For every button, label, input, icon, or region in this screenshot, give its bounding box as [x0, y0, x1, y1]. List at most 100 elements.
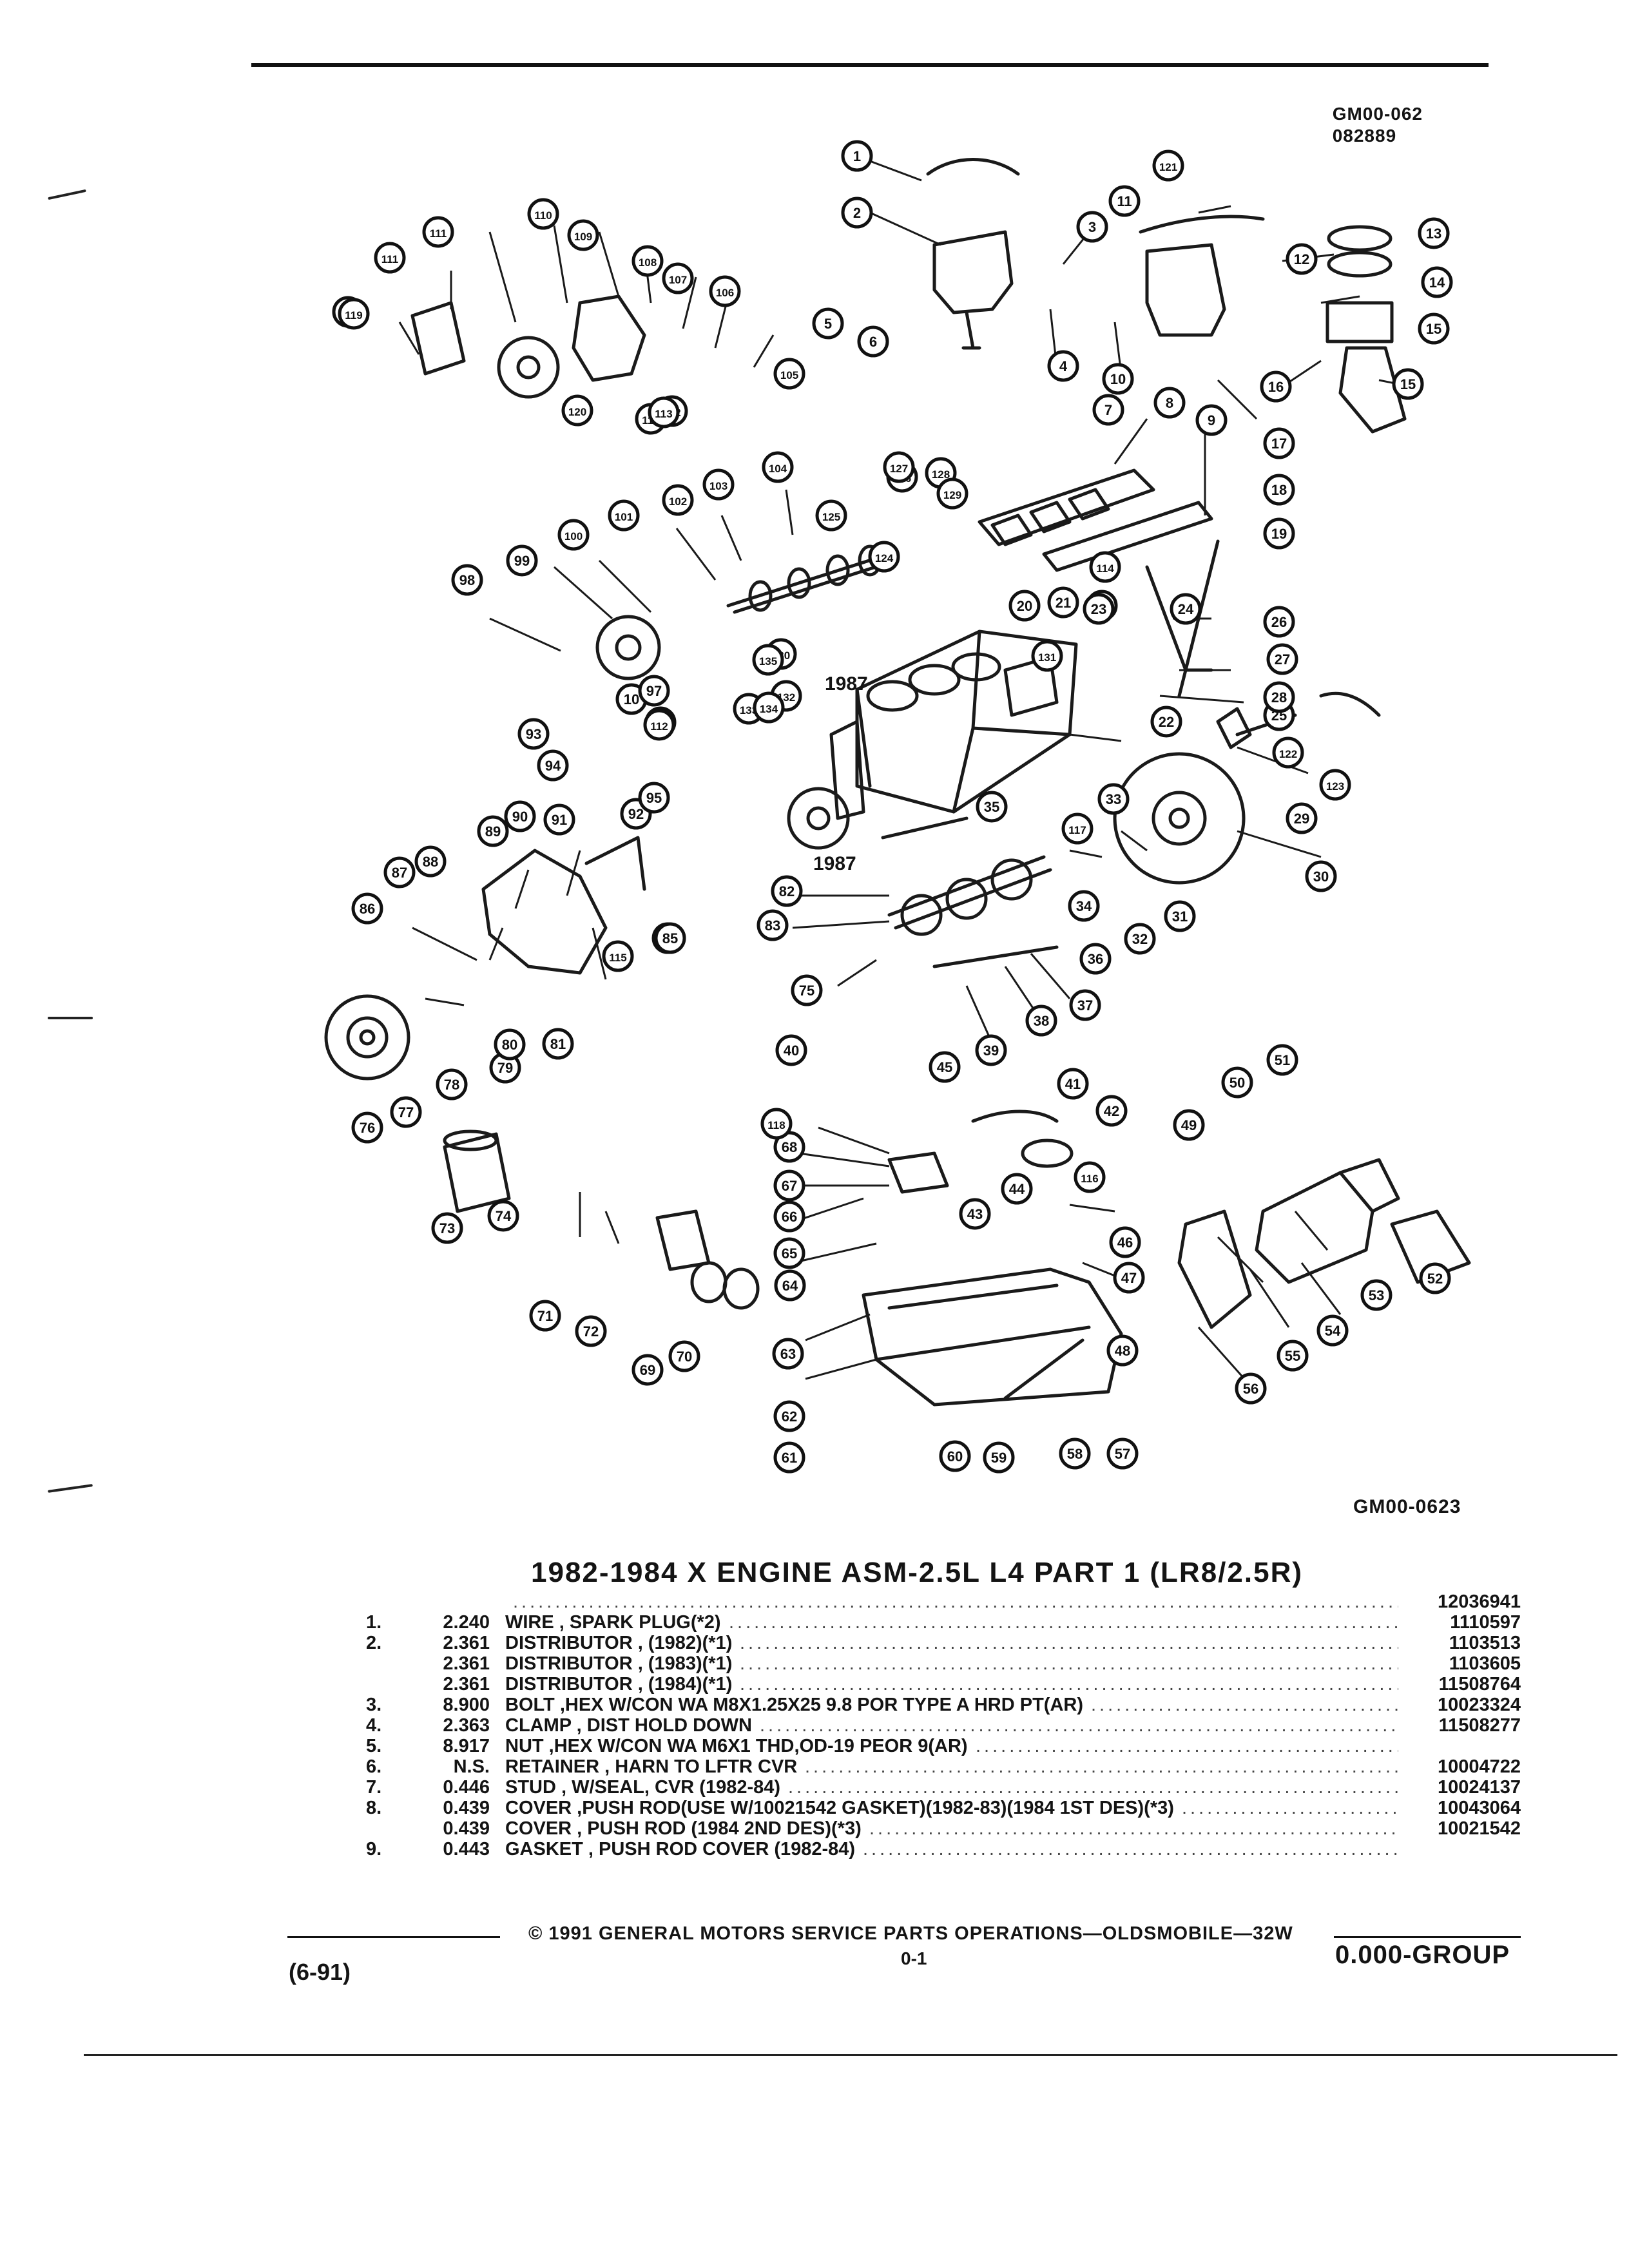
callout-17: 17 — [1263, 427, 1295, 459]
callout-68: 68 — [773, 1131, 805, 1163]
svg-text:61: 61 — [782, 1450, 797, 1466]
callout-4: 4 — [1047, 350, 1079, 382]
piston-drawing — [1325, 225, 1407, 434]
svg-text:122: 122 — [1279, 748, 1297, 760]
svg-text:51: 51 — [1275, 1052, 1290, 1068]
svg-text:74: 74 — [496, 1208, 512, 1224]
callout-29: 29 — [1286, 802, 1318, 834]
callout-46: 46 — [1109, 1226, 1141, 1258]
callout-100: 100 — [557, 519, 590, 551]
callout-66: 66 — [773, 1200, 805, 1233]
svg-text:123: 123 — [1326, 780, 1344, 793]
svg-text:100: 100 — [564, 530, 583, 543]
parts-row: 2.2.361 ................................… — [366, 1633, 1521, 1653]
svg-text:66: 66 — [782, 1209, 797, 1225]
svg-text:71: 71 — [537, 1308, 553, 1324]
svg-text:78: 78 — [444, 1077, 459, 1093]
svg-text:87: 87 — [392, 865, 407, 881]
date-code: (6-91) — [289, 1959, 351, 1985]
svg-text:7: 7 — [1104, 402, 1112, 418]
svg-text:111: 111 — [381, 253, 399, 265]
svg-text:27: 27 — [1275, 651, 1290, 668]
svg-text:82: 82 — [779, 883, 795, 899]
callout-15: 15 — [1392, 368, 1424, 400]
header-code-line1: GM00-062 — [1332, 104, 1423, 124]
svg-text:81: 81 — [550, 1036, 566, 1052]
callout-2: 2 — [841, 197, 873, 229]
callout-7: 7 — [1092, 394, 1124, 426]
callout-108: 108 — [631, 245, 664, 277]
callout-39: 39 — [975, 1034, 1007, 1066]
callout-99: 99 — [506, 544, 538, 577]
svg-text:48: 48 — [1115, 1343, 1130, 1359]
svg-text:35: 35 — [984, 799, 999, 815]
callout-95: 95 — [638, 782, 670, 814]
svg-text:58: 58 — [1067, 1446, 1083, 1462]
fuel-pump-drawing — [655, 1209, 760, 1310]
callout-23: 23 — [1083, 593, 1115, 625]
callout-117: 117 — [1061, 812, 1094, 845]
svg-text:60: 60 — [947, 1448, 963, 1465]
callout-72: 72 — [575, 1315, 607, 1347]
parts-row: 5.8.917 ................................… — [0, 1736, 1629, 1756]
callout-36: 36 — [1079, 943, 1112, 975]
callout-73: 73 — [431, 1212, 463, 1244]
callout-35: 35 — [976, 791, 1008, 823]
svg-text:8: 8 — [1166, 395, 1173, 411]
oil-pump-drawing — [887, 1110, 1074, 1194]
svg-text:88: 88 — [423, 854, 438, 870]
svg-text:73: 73 — [439, 1220, 455, 1236]
svg-text:93: 93 — [526, 726, 541, 742]
svg-text:54: 54 — [1325, 1323, 1341, 1339]
callout-103: 103 — [702, 468, 735, 501]
callout-124: 124 — [868, 541, 900, 573]
callout-12: 12 — [1286, 243, 1318, 275]
callout-120: 120 — [561, 394, 593, 427]
svg-text:76: 76 — [360, 1120, 375, 1136]
callout-48: 48 — [1106, 1334, 1139, 1367]
svg-text:77: 77 — [398, 1104, 414, 1120]
callout-5: 5 — [812, 307, 844, 340]
callout-6: 6 — [857, 325, 889, 358]
callout-125: 125 — [815, 499, 847, 532]
callout-18: 18 — [1263, 474, 1295, 506]
callout-102: 102 — [662, 484, 694, 516]
svg-text:125: 125 — [822, 511, 840, 523]
parts-row: 2.361 ..................................… — [443, 1653, 1521, 1674]
callout-16: 16 — [1260, 370, 1292, 403]
year-label: 1987 — [813, 853, 856, 874]
scan-mark — [48, 1017, 93, 1019]
svg-text:11: 11 — [1117, 193, 1132, 209]
svg-text:101: 101 — [615, 511, 633, 523]
svg-text:69: 69 — [640, 1362, 655, 1378]
parts-row: 6.N.S. .................................… — [366, 1756, 1521, 1777]
callout-127: 127 — [883, 451, 915, 483]
callout-85: 85 — [654, 922, 686, 954]
svg-text:86: 86 — [360, 901, 375, 917]
callout-33: 33 — [1097, 783, 1130, 815]
callout-69: 69 — [631, 1354, 664, 1386]
cam-gear-drawing — [595, 615, 661, 680]
callout-71: 71 — [529, 1300, 561, 1332]
callout-81: 81 — [542, 1028, 574, 1060]
exploded-engine-diagram: 1234567891010111213141515161718192021212… — [324, 140, 1471, 1474]
group-label: 0.000-GROUP — [1335, 1941, 1510, 1969]
callout-111: 111 — [422, 216, 454, 248]
water-pump-drawing — [410, 294, 646, 399]
pushrod-cover-drawing — [978, 468, 1213, 572]
svg-text:34: 34 — [1076, 898, 1092, 914]
svg-text:59: 59 — [991, 1450, 1007, 1466]
callout-57: 57 — [1106, 1437, 1139, 1470]
svg-text:112: 112 — [650, 720, 668, 733]
callout-105: 105 — [773, 358, 805, 390]
callout-116: 116 — [1074, 1161, 1106, 1193]
callout-115: 115 — [602, 940, 634, 972]
callout-92: 92 — [620, 798, 652, 830]
svg-text:17: 17 — [1271, 436, 1287, 452]
svg-text:41: 41 — [1065, 1076, 1081, 1092]
leader-dots: ........................................… — [805, 1756, 1398, 1777]
svg-text:4: 4 — [1059, 358, 1068, 374]
svg-text:12: 12 — [1294, 251, 1309, 267]
svg-text:18: 18 — [1271, 482, 1287, 498]
svg-text:117: 117 — [1068, 824, 1086, 836]
